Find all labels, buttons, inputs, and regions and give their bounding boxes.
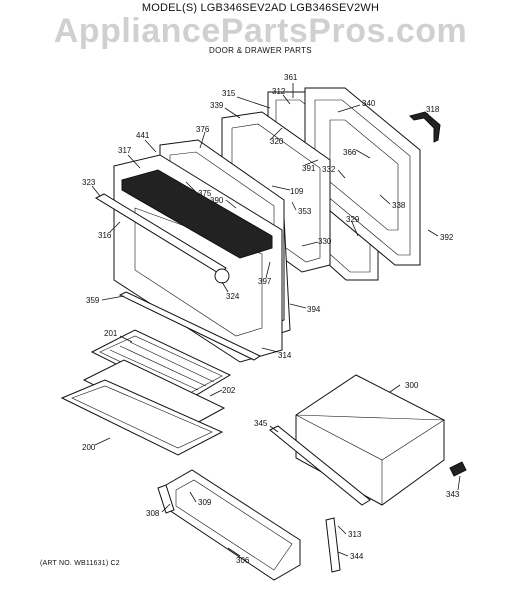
callout-308: 308 <box>146 509 160 518</box>
callout-359: 359 <box>86 296 100 305</box>
callout-312: 312 <box>272 87 286 96</box>
callout-300: 300 <box>405 381 419 390</box>
callout-labels: 361 312 315 340 318 339 376 320 441 317 … <box>82 73 460 565</box>
callout-202: 202 <box>222 386 236 395</box>
callout-306: 306 <box>236 556 250 565</box>
callout-343: 343 <box>446 490 460 499</box>
drawer-front-trim <box>157 484 175 514</box>
callout-323: 323 <box>82 178 96 187</box>
callout-314: 314 <box>278 351 292 360</box>
model-title: MODEL(S) LGB346SEV2AD LGB346SEV2WH <box>141 2 380 14</box>
drawer-slide <box>269 425 371 506</box>
knob <box>214 268 230 284</box>
callout-361: 361 <box>284 73 298 82</box>
callout-316: 316 <box>98 231 112 240</box>
diagram-subtitle: DOOR & DRAWER PARTS <box>209 46 312 55</box>
callout-397: 397 <box>258 277 272 286</box>
door-vent-trim <box>118 291 262 361</box>
callout-441: 441 <box>136 131 150 140</box>
callout-330: 330 <box>318 237 332 246</box>
broiler-pan <box>90 329 232 401</box>
leader-lines <box>91 83 461 557</box>
callout-376: 376 <box>196 125 210 134</box>
art-number: (ART NO. WB11631) C2 <box>40 560 120 567</box>
callout-340: 340 <box>362 99 376 108</box>
callout-317: 317 <box>118 146 132 155</box>
callout-394: 394 <box>307 305 321 314</box>
callout-324: 324 <box>226 292 240 301</box>
drawer-glide <box>449 461 467 477</box>
callout-309: 309 <box>198 498 212 507</box>
callout-332: 332 <box>322 165 336 174</box>
callout-345: 345 <box>254 419 268 428</box>
callout-391: 391 <box>302 164 316 173</box>
door-handle <box>94 193 227 275</box>
callout-353: 353 <box>298 207 312 216</box>
drawer-rail <box>325 517 341 573</box>
callout-375: 375 <box>198 189 212 198</box>
oven-rack <box>60 379 224 456</box>
callout-329: 329 <box>346 215 360 224</box>
drawer-front-panel <box>165 469 301 581</box>
callout-313: 313 <box>348 530 362 539</box>
watermark: AppliancePartsPros.com <box>53 12 468 50</box>
callout-392: 392 <box>440 233 454 242</box>
storage-drawer <box>295 374 445 506</box>
callout-366: 366 <box>343 148 357 157</box>
callout-338: 338 <box>392 201 406 210</box>
callout-200: 200 <box>82 443 96 452</box>
callout-320: 320 <box>270 137 284 146</box>
door-gasket <box>409 111 441 143</box>
callout-201: 201 <box>104 329 118 338</box>
callout-390: 390 <box>210 196 224 205</box>
callout-109: 109 <box>290 187 304 196</box>
callout-339: 339 <box>210 101 224 110</box>
callout-318: 318 <box>426 105 440 114</box>
callout-344: 344 <box>350 552 364 561</box>
callout-315: 315 <box>222 89 236 98</box>
